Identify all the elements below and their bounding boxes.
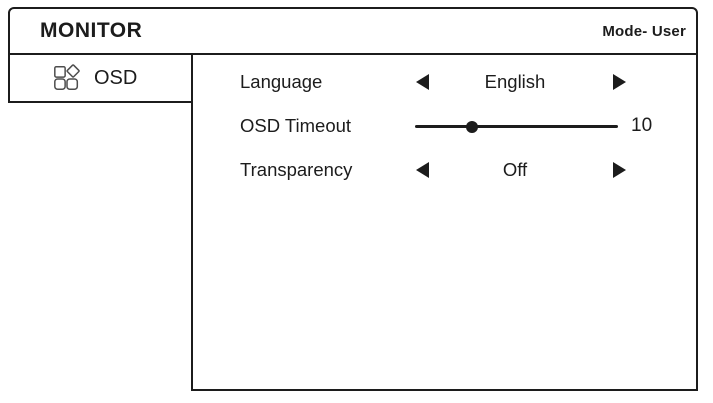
settings-panel: Language English OSD Timeout 10 Transpar… — [191, 55, 698, 391]
setting-row-transparency: Transparency Off — [193, 156, 696, 184]
transparency-label: Transparency — [240, 159, 353, 180]
sidebar-item-label: OSD — [94, 66, 138, 89]
osd-grid-icon — [54, 64, 80, 90]
transparency-next-arrow-icon[interactable] — [613, 162, 626, 178]
osd-timeout-value: 10 — [631, 115, 653, 136]
transparency-prev-arrow-icon[interactable] — [416, 162, 429, 178]
setting-row-language: Language English — [193, 68, 696, 96]
setting-row-osd-timeout: OSD Timeout 10 — [193, 112, 696, 140]
language-label: Language — [240, 71, 323, 92]
osd-timeout-label: OSD Timeout — [240, 115, 352, 136]
language-value: English — [484, 71, 546, 92]
sidebar-item-osd[interactable]: OSD — [8, 55, 193, 103]
osd-timeout-slider-knob[interactable] — [465, 120, 478, 133]
language-prev-arrow-icon[interactable] — [416, 74, 429, 90]
header: MONITOR Mode- User — [8, 7, 698, 55]
page-title: MONITOR — [40, 19, 143, 42]
language-next-arrow-icon[interactable] — [613, 74, 626, 90]
mode-status-label: Mode- User — [602, 22, 686, 40]
osd-timeout-slider-track[interactable] — [415, 120, 618, 133]
transparency-value: Off — [502, 159, 528, 180]
